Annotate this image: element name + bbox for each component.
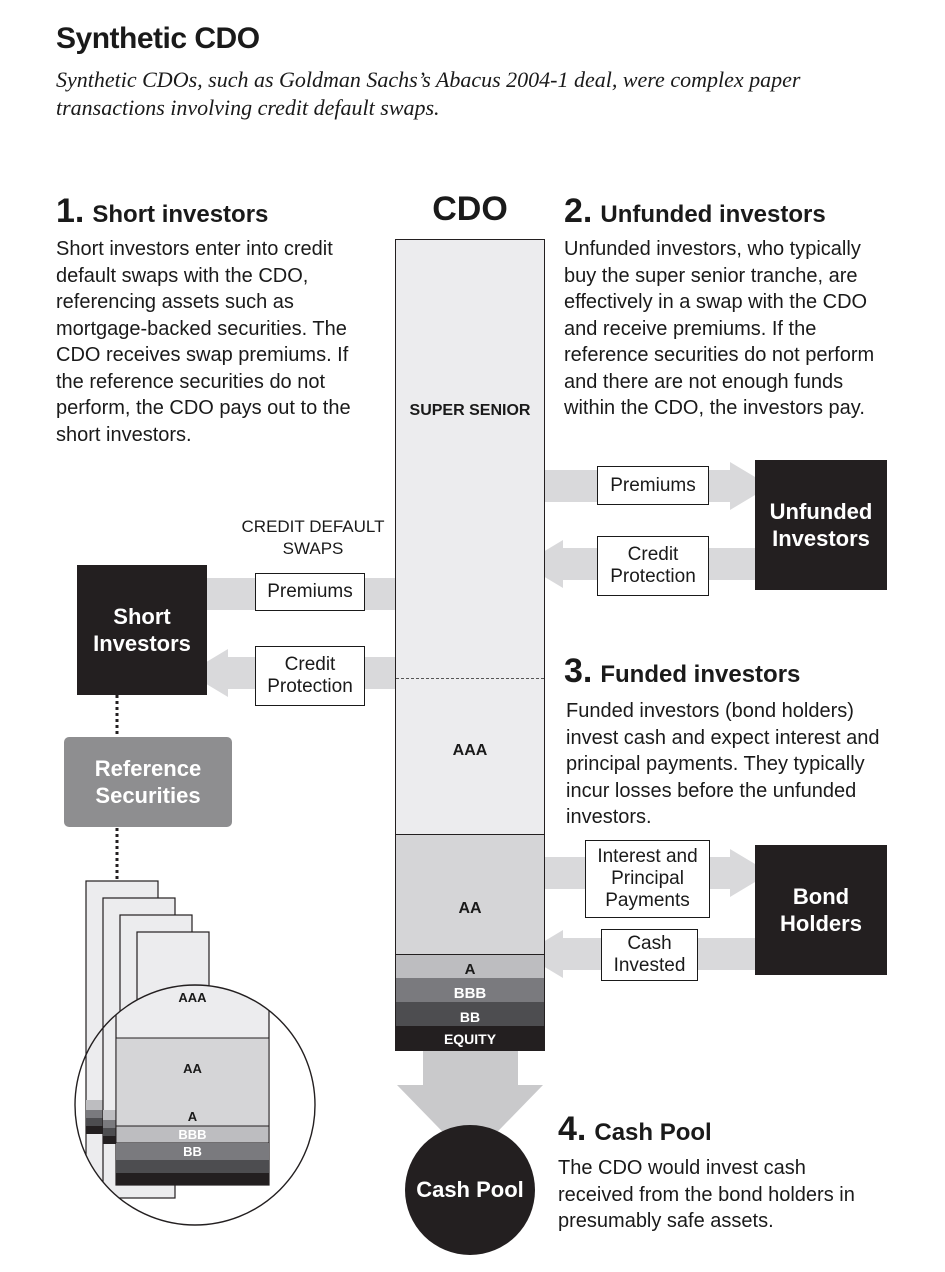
tranche-super-senior: SUPER SENIOR [396,240,544,834]
tranche-divider-dashed [396,678,544,679]
section-2-body: Unfunded investors, who typically buy th… [564,238,875,419]
tranche-aaa-label: AAA [452,742,488,759]
tranche-bb-label: BB [459,1009,481,1025]
box-reference-securities: Reference Securities [64,737,232,827]
section-3-number: 3. [564,652,593,690]
cdo-column: SUPER SENIOR [395,239,545,1051]
page-title: Synthetic CDO [56,22,260,55]
box-short-investors: Short Investors [77,565,207,695]
tranche-a-label: A [464,961,476,978]
tranche-bb [396,1002,544,1026]
box-bond-holders: Bond Holders [755,845,887,975]
section-4-title: Cash Pool [594,1119,712,1146]
section-1-body: Short investors enter into credit defaul… [56,238,351,446]
page-subtitle: Synthetic CDOs, such as Goldman Sachs’s … [56,67,801,120]
section-4-number: 4. [558,1110,587,1148]
label-short-premiums: Premiums [255,573,365,611]
mini-tranche-a: A [187,1109,198,1124]
cds-label: CREDIT DEFAULT SWAPS [241,517,385,558]
tranche-equity [396,1026,544,1050]
label-unfunded-protection: Credit Protection [597,536,709,596]
arrow-cash-pool [397,1050,543,1160]
section-3-body: Funded investors (bond holders) invest c… [566,700,880,828]
mini-tranche-aaa: AAA [178,990,207,1005]
tranche-aa-label: AA [458,900,482,917]
label-unfunded-premiums: Premiums [597,466,709,505]
magnifier-content [85,985,270,1199]
section-2-heading: 2. Unfunded investors [564,192,826,231]
section-2-number: 2. [564,192,593,230]
box-unfunded-investors: Unfunded Investors [755,460,887,590]
label-bond-payments: Interest and Principal Payments [585,840,710,918]
tranche-aa [396,834,544,955]
mini-tranche-aa: AA [183,1061,202,1076]
section-1-heading: 1. Short investors [56,192,268,231]
label-short-protection: Credit Protection [255,646,365,706]
section-3-title: Funded investors [600,661,801,688]
tranche-bbb [396,978,544,1002]
tranche-a [396,954,544,979]
label-cash-invested: Cash Invested [601,929,698,981]
section-4-heading: 4. Cash Pool [558,1110,712,1149]
mini-tranche-bb: BB [183,1144,202,1159]
section-4-body: The CDO would invest cash received from … [558,1157,855,1232]
magnifier-circle [74,984,316,1226]
tranche-equity-label: EQUITY [443,1031,497,1047]
cash-pool-circle: Cash Pool [405,1125,535,1255]
tranche-bbb-label: BBB [453,985,487,1002]
cdo-heading: CDO [432,190,508,228]
section-1-number: 1. [56,192,85,230]
mini-tranche-bbb: BBB [178,1127,207,1142]
section-3-heading: 3. Funded investors [564,652,800,691]
tranche-super-senior-label: SUPER SENIOR [409,402,531,419]
section-2-title: Unfunded investors [600,201,826,228]
section-1-title: Short investors [92,201,269,228]
